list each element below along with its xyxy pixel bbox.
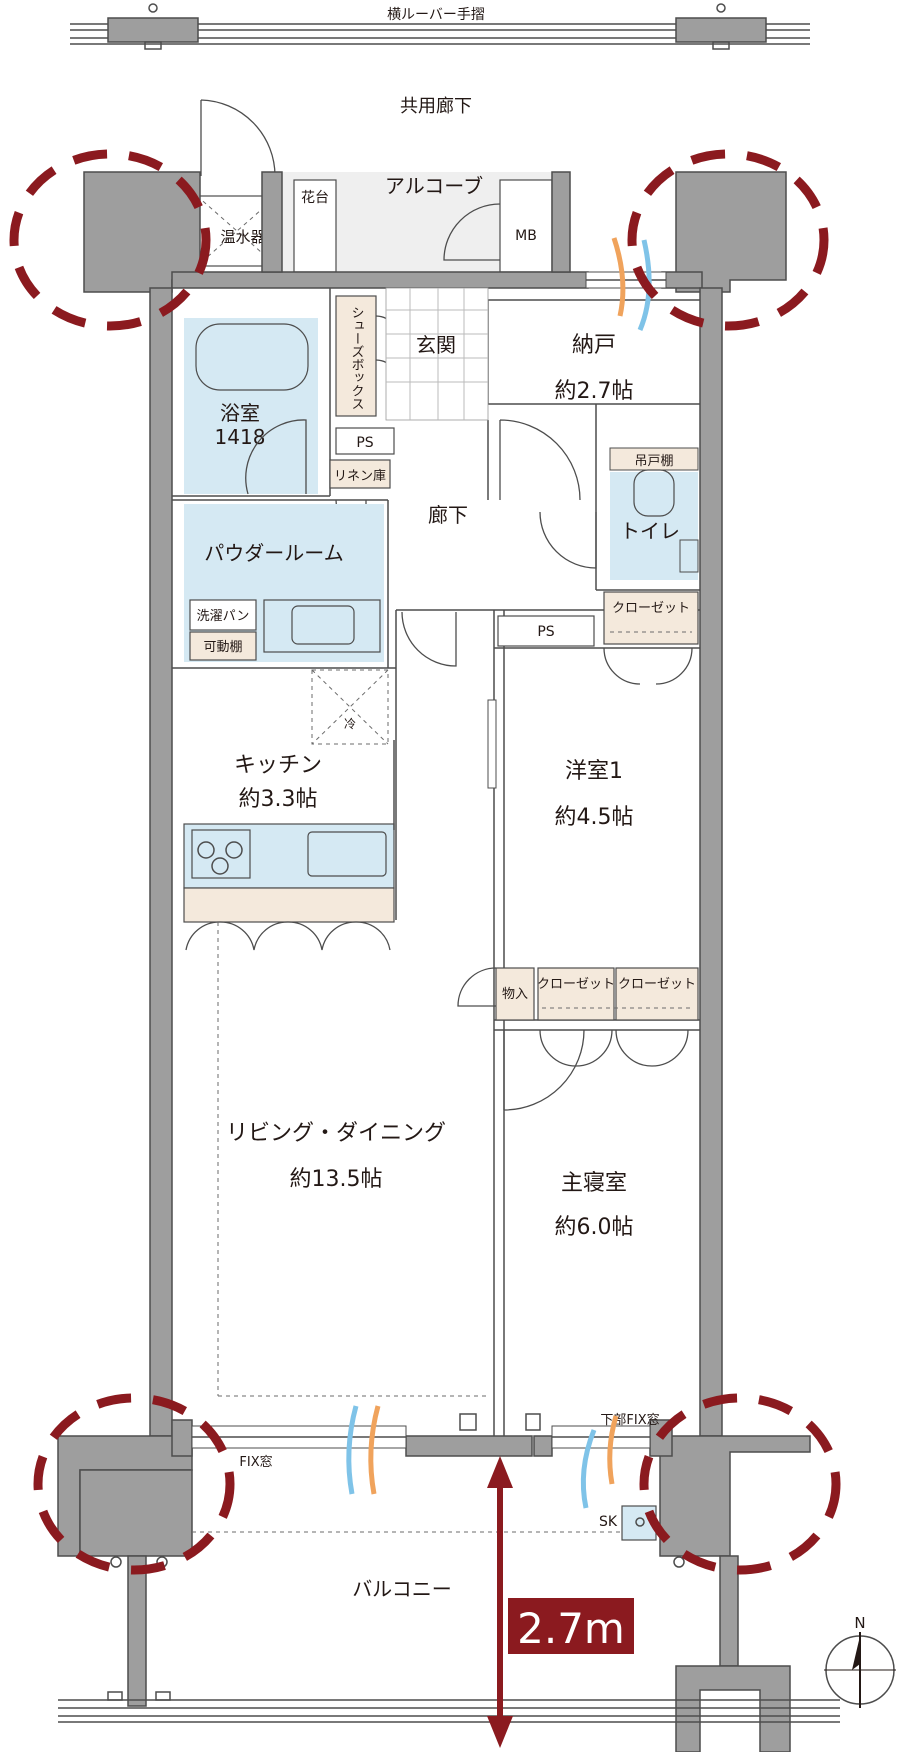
north-compass <box>824 1632 896 1708</box>
powder-room-label: パウダールーム <box>204 541 343 565</box>
linen-storage <box>329 459 391 489</box>
toilet-bowl <box>633 469 675 517</box>
north-label: N <box>854 1614 865 1632</box>
closet-top-door-swing <box>603 647 693 685</box>
balcony-depth-label: 2.7m <box>517 1604 625 1653</box>
bedroom-window <box>551 1425 651 1449</box>
closet-left-label: クローゼット <box>537 977 615 992</box>
entrance-label: 玄関 <box>416 333 456 357</box>
washer-pan-label: 洗濯パン <box>197 609 250 624</box>
linen-label: リネン庫 <box>334 469 386 484</box>
bathroom-door-swing <box>245 419 307 495</box>
storage-room-window <box>585 271 667 289</box>
fridge-label: 冷 <box>344 717 356 731</box>
ps-middle <box>497 615 595 647</box>
heater-door-swing <box>200 99 276 177</box>
lower-fix-window-label: 下部FIX窓 <box>600 1412 659 1428</box>
vent-left <box>459 1413 477 1431</box>
top-railing <box>70 3 810 50</box>
flower-bed-label: 花台 <box>301 190 329 206</box>
walls <box>57 171 811 1752</box>
shoe-box-label: シューズボックス <box>349 306 364 410</box>
balcony-label: バルコニー <box>352 1577 452 1601</box>
flower-bed <box>293 179 337 273</box>
movable-shelf <box>189 631 257 661</box>
mb-label: MB <box>515 228 537 244</box>
storage-room-label: 納戸 <box>572 333 616 358</box>
shared-corridor-label: 共用廊下 <box>400 96 472 117</box>
washer-pan <box>189 599 257 631</box>
western-room-sliding-door <box>487 699 497 789</box>
western-room-size-label: 約4.5帖 <box>555 805 634 830</box>
entrance-steps <box>385 287 489 421</box>
fix-window-label: FIX窓 <box>239 1454 272 1470</box>
toilet-label: トイレ <box>620 519 680 543</box>
movable-shelf-label: 可動棚 <box>203 640 242 655</box>
bathroom-size-label: 1418 <box>215 425 266 449</box>
kitchen-back-counter <box>183 887 395 923</box>
hallway-label: 廊下 <box>428 503 468 527</box>
closet-top <box>603 591 699 645</box>
mb-door-swing <box>443 203 501 261</box>
closet-right <box>615 967 699 1021</box>
living-size-label: 約13.5帖 <box>290 1167 383 1192</box>
mb-box <box>499 179 553 273</box>
water-heater-label: 温水器 <box>220 228 265 246</box>
kitchen-sink <box>307 831 387 877</box>
ps-top-label: PS <box>356 435 373 451</box>
fridge-space <box>311 669 389 745</box>
balcony-railing <box>58 1531 840 1723</box>
ps-top <box>335 427 395 455</box>
closet-left <box>537 967 615 1021</box>
kitchen-doors <box>185 921 391 951</box>
storage-door-swing <box>457 967 497 1007</box>
kitchen-label: キッチン <box>234 753 322 778</box>
highlight-circle-bottom-left <box>33 1393 235 1575</box>
master-bedroom-size-label: 約6.0帖 <box>555 1215 634 1240</box>
toilet-sink <box>679 539 699 573</box>
ps-middle-label: PS <box>537 624 554 640</box>
master-bedroom-label: 主寝室 <box>561 1171 627 1196</box>
highlight-circle-top-left <box>9 149 211 331</box>
highlight-circle-top-right <box>627 149 829 331</box>
vanity-basin <box>291 605 355 645</box>
storage-room-door-swing <box>499 419 581 501</box>
balcony-depth-badge <box>508 1598 634 1654</box>
closet-top-label: クローゼット <box>612 601 690 616</box>
cooktop <box>191 829 251 879</box>
kitchen-size-label: 約3.3帖 <box>239 787 318 812</box>
storage-closet <box>495 967 535 1021</box>
powder-door-swing <box>401 611 457 667</box>
bathroom-area <box>184 318 318 494</box>
bedroom-closet-doors <box>539 1029 689 1067</box>
storage-room-size-label: 約2.7帖 <box>555 379 634 404</box>
bedroom-door-swing <box>503 1029 585 1111</box>
western-room-label: 洋室1 <box>565 759 623 784</box>
bathtub <box>195 323 309 391</box>
toilet-area <box>610 472 698 580</box>
closet-right-label: クローゼット <box>618 977 696 992</box>
storage-closet-label: 物入 <box>502 987 528 1002</box>
living-label: リビング・ダイニング <box>226 1121 446 1146</box>
sk-label: SK <box>599 1514 618 1530</box>
bathroom-label: 浴室 <box>220 401 260 425</box>
toilet-door-swing <box>539 511 597 569</box>
hanging-shelf-label: 吊戸棚 <box>634 454 673 469</box>
highlight-circle-bottom-right <box>639 1393 841 1575</box>
alcove-label: アルコーブ <box>385 174 483 198</box>
kitchen-counter <box>183 823 395 889</box>
highlight-circles <box>9 149 841 1575</box>
railing-label: 横ルーバー手摺 <box>387 7 485 23</box>
vent-right <box>525 1413 541 1431</box>
vanity-unit <box>263 599 381 653</box>
shoe-box <box>335 295 377 417</box>
